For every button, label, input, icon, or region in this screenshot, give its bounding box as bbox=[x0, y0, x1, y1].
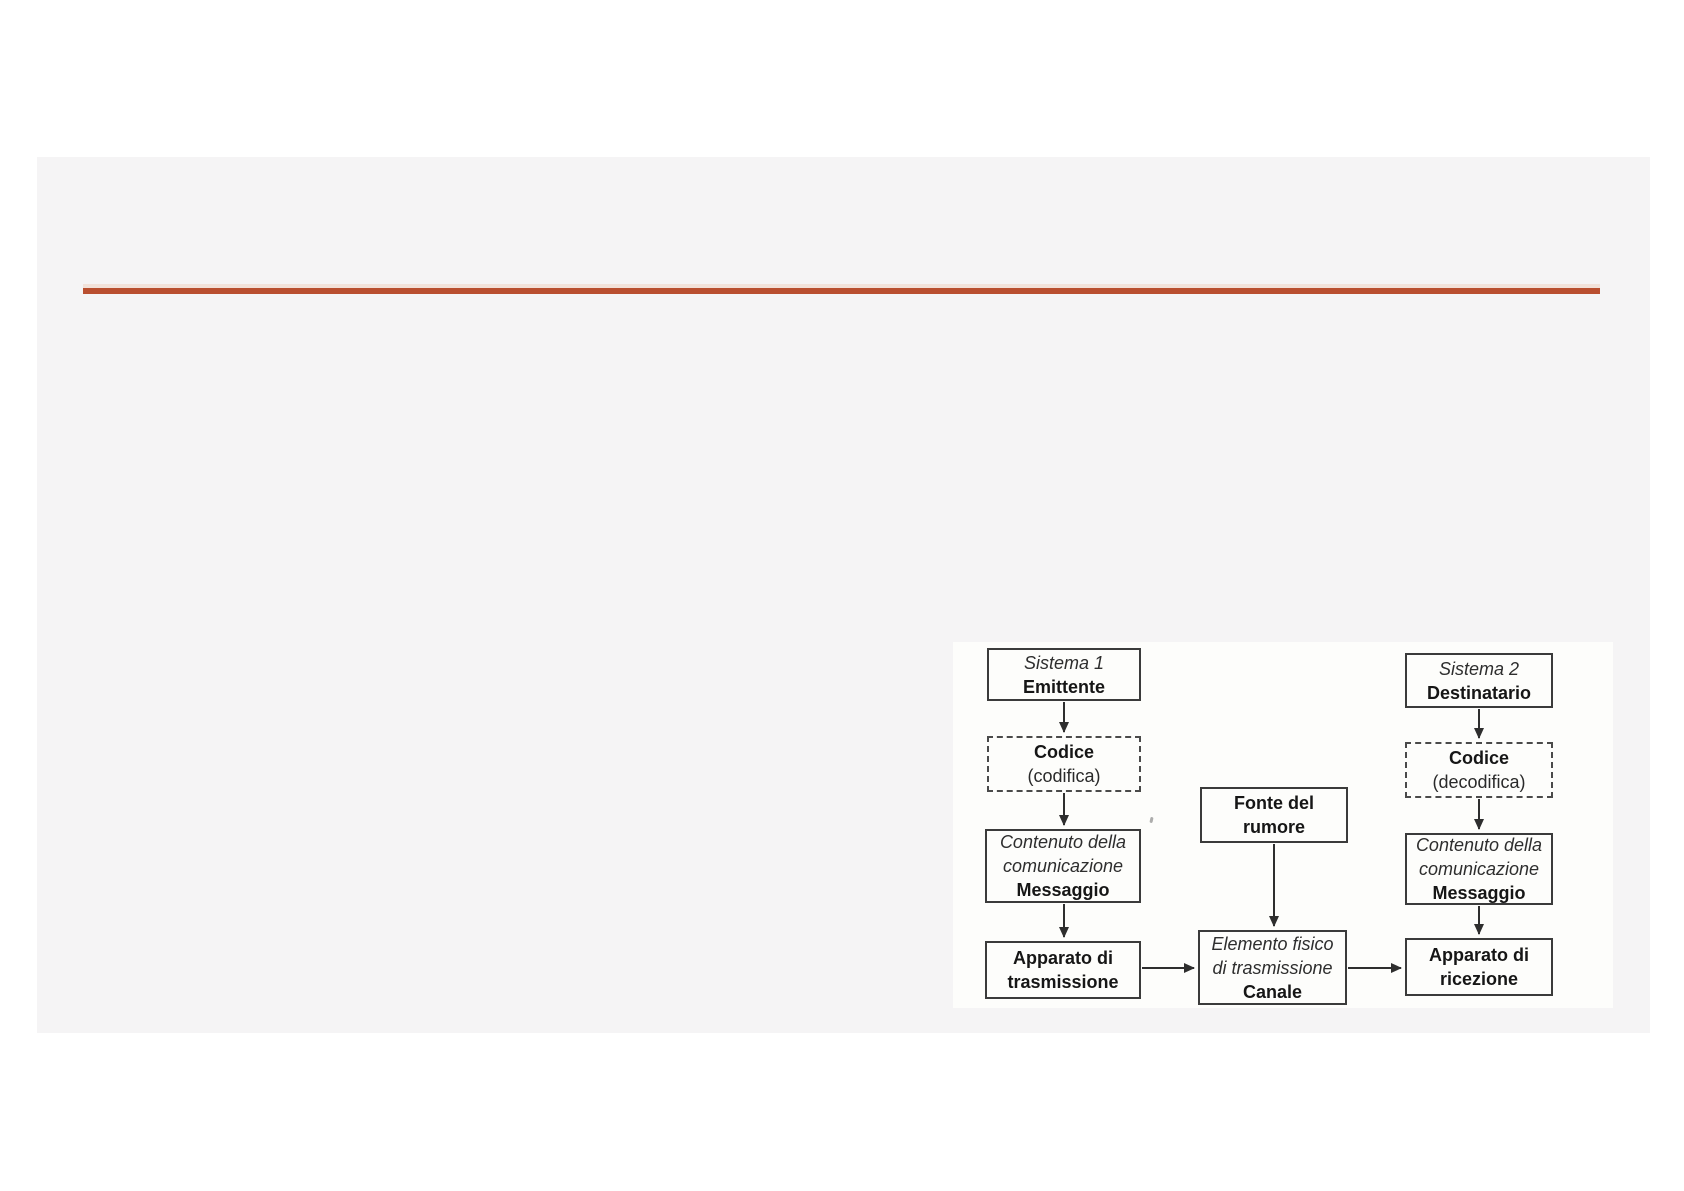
fonte-rumore-line2: rumore bbox=[1242, 817, 1305, 837]
messaggio-2-desc-line2: comunicazione bbox=[1418, 859, 1540, 879]
sistema-1-system-label: Sistema 1 bbox=[1023, 652, 1105, 673]
messaggio-1-desc-line1: Contenuto della bbox=[999, 832, 1127, 852]
box-codice-decodifica: Codice (decodifica) bbox=[1405, 742, 1553, 798]
messaggio-1-name: Messaggio bbox=[1016, 880, 1110, 900]
canale-desc-line2: di trasmissione bbox=[1212, 957, 1333, 978]
sistema-1-role-label: Emittente bbox=[1022, 676, 1105, 697]
communication-model-figure: Sistema 1 Emittente Codice (codifica) Co… bbox=[953, 642, 1613, 1008]
apparato-ricezione-line2: ricezione bbox=[1439, 969, 1519, 989]
slide-canvas: Sistema 1 Emittente Codice (codifica) Co… bbox=[37, 157, 1650, 1033]
codice-decodifica-name: Codice bbox=[1448, 748, 1509, 768]
box-messaggio-emittente: Contenuto della comunicazione Messaggio bbox=[985, 829, 1141, 903]
flow-arrows bbox=[1059, 702, 1484, 973]
canale-desc-line1: Elemento fisico bbox=[1211, 933, 1334, 954]
apparato-ricezione-line1: Apparato di bbox=[1428, 945, 1529, 965]
box-codice-codifica: Codice (codifica) bbox=[987, 736, 1141, 792]
box-apparato-trasmissione: Apparato di trasmissione bbox=[985, 941, 1141, 999]
messaggio-2-desc-line1: Contenuto della bbox=[1415, 835, 1543, 855]
apparato-trasmissione-line1: Apparato di bbox=[1012, 948, 1113, 968]
sistema-2-system-label: Sistema 2 bbox=[1438, 658, 1520, 679]
codice-decodifica-operation: (decodifica) bbox=[1432, 772, 1526, 792]
box-messaggio-destinatario: Contenuto della comunicazione Messaggio bbox=[1405, 833, 1553, 905]
apparato-trasmissione-line2: trasmissione bbox=[1007, 972, 1119, 992]
fonte-rumore-line1: Fonte del bbox=[1234, 793, 1314, 813]
box-apparato-ricezione: Apparato di ricezione bbox=[1405, 938, 1553, 996]
sistema-2-role-label: Destinatario bbox=[1426, 682, 1532, 703]
messaggio-2-name: Messaggio bbox=[1432, 883, 1526, 903]
box-fonte-rumore: Fonte del rumore bbox=[1200, 787, 1348, 843]
codice-codifica-name: Codice bbox=[1033, 742, 1094, 762]
canale-name: Canale bbox=[1242, 981, 1303, 1002]
messaggio-1-desc-line2: comunicazione bbox=[1002, 856, 1124, 876]
codice-codifica-operation: (codifica) bbox=[1027, 766, 1101, 786]
slide-accent-line bbox=[83, 288, 1600, 294]
box-sistema-2: Sistema 2 Destinatario bbox=[1405, 653, 1553, 708]
box-canale: Elemento fisico di trasmissione Canale bbox=[1198, 930, 1347, 1005]
box-sistema-1: Sistema 1 Emittente bbox=[987, 648, 1141, 701]
accent-line-halo bbox=[83, 284, 1600, 288]
